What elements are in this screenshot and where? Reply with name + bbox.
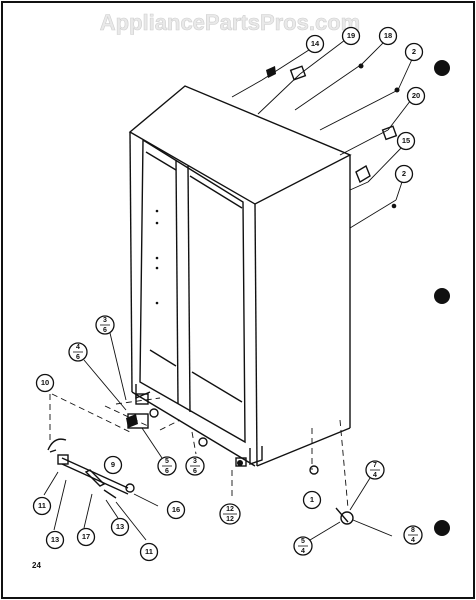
svg-text:14: 14 xyxy=(311,39,320,48)
svg-text:7: 7 xyxy=(373,462,377,469)
svg-text:6: 6 xyxy=(193,468,197,475)
svg-text:15: 15 xyxy=(402,136,410,145)
callout-2-lower: 2 xyxy=(394,164,414,184)
svg-text:12: 12 xyxy=(226,516,234,523)
callout-3-over-6-lower: 3 6 xyxy=(185,456,205,476)
binder-hole-bottom xyxy=(434,520,450,536)
callout-3-over-6-upper: 3 6 xyxy=(95,315,127,401)
svg-text:20: 20 xyxy=(412,91,420,100)
callout-8-over-4: 8 4 xyxy=(403,525,423,545)
callout-11-right: 11 xyxy=(139,542,159,562)
svg-text:4: 4 xyxy=(76,344,80,351)
svg-text:2: 2 xyxy=(412,47,416,56)
svg-text:4: 4 xyxy=(373,472,377,479)
callout-2-upper: 2 xyxy=(404,42,424,62)
svg-text:8: 8 xyxy=(411,527,415,534)
cabinet-drawing xyxy=(128,85,352,467)
svg-text:17: 17 xyxy=(82,532,90,541)
hinge-pin-assembly xyxy=(43,438,159,541)
svg-text:5: 5 xyxy=(165,458,169,465)
callout-4-over-6: 4 6 xyxy=(68,342,127,411)
callout-16: 16 xyxy=(166,500,186,520)
watermark-text: AppliancePartsPros.com xyxy=(100,10,360,35)
svg-text:3: 3 xyxy=(193,458,197,465)
callout-18: 18 xyxy=(378,26,398,46)
leader-lines xyxy=(231,39,415,229)
callout-13-right: 13 xyxy=(110,517,130,537)
callout-10: 10 xyxy=(35,373,55,393)
svg-text:6: 6 xyxy=(103,327,107,334)
svg-text:19: 19 xyxy=(347,31,355,40)
hardware-parts xyxy=(266,63,400,209)
svg-text:16: 16 xyxy=(172,505,180,514)
svg-text:2: 2 xyxy=(402,169,406,178)
callout-13-left: 13 xyxy=(45,530,65,550)
svg-text:9: 9 xyxy=(111,460,115,469)
binder-hole-middle xyxy=(434,288,450,304)
svg-text:18: 18 xyxy=(384,31,392,40)
callout-14: 14 xyxy=(305,34,325,54)
callout-17: 17 xyxy=(76,527,96,547)
svg-text:6: 6 xyxy=(76,354,80,361)
callout-1: 1 xyxy=(302,490,322,510)
svg-text:10: 10 xyxy=(41,378,49,387)
hinge-assembly xyxy=(49,393,393,537)
svg-text:11: 11 xyxy=(38,501,46,510)
callout-15: 15 xyxy=(396,131,416,151)
callout-7-over-4: 7 4 xyxy=(349,460,385,511)
svg-text:3: 3 xyxy=(103,317,107,324)
svg-text:12: 12 xyxy=(226,506,234,513)
callout-19: 19 xyxy=(341,26,361,46)
svg-text:4: 4 xyxy=(411,537,415,544)
svg-text:11: 11 xyxy=(145,547,153,556)
callout-20: 20 xyxy=(406,86,426,106)
callout-11-left: 11 xyxy=(32,496,52,516)
svg-text:13: 13 xyxy=(51,535,59,544)
svg-text:13: 13 xyxy=(116,522,124,531)
svg-text:1: 1 xyxy=(310,495,314,504)
binder-hole-top xyxy=(434,60,450,76)
page-number: 24 xyxy=(32,561,41,570)
callout-9: 9 xyxy=(103,455,123,475)
callout-5-over-6: 5 6 xyxy=(141,427,177,476)
svg-text:6: 6 xyxy=(165,468,169,475)
svg-text:5: 5 xyxy=(301,538,305,545)
svg-text:4: 4 xyxy=(301,548,305,555)
callout-5-over-4: 5 4 xyxy=(293,521,341,556)
callout-12-over-12: 12 12 xyxy=(219,503,241,525)
